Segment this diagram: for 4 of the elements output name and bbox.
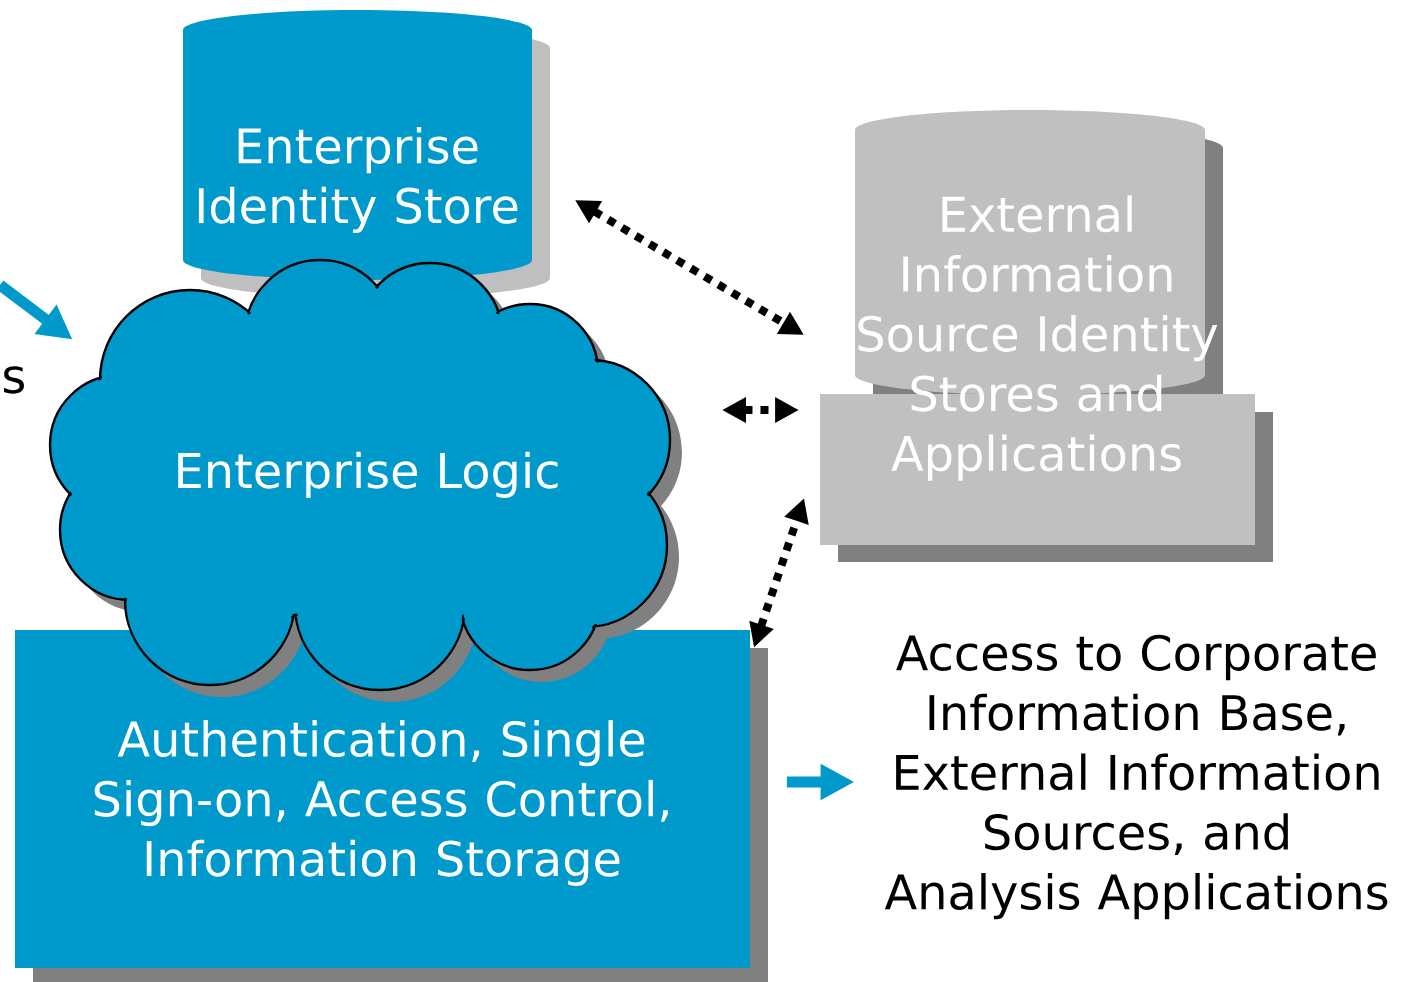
database-cylinder: Enterprise Identity Store (183, 10, 550, 298)
node-label: Applications (891, 434, 1181, 481)
process-box: Authentication, Single Sign-on, Access Control, Information Storage (15, 630, 768, 982)
description-text: Access to Corporate Information Base, External Information Sources, and Analysis Applications (884, 634, 1388, 920)
